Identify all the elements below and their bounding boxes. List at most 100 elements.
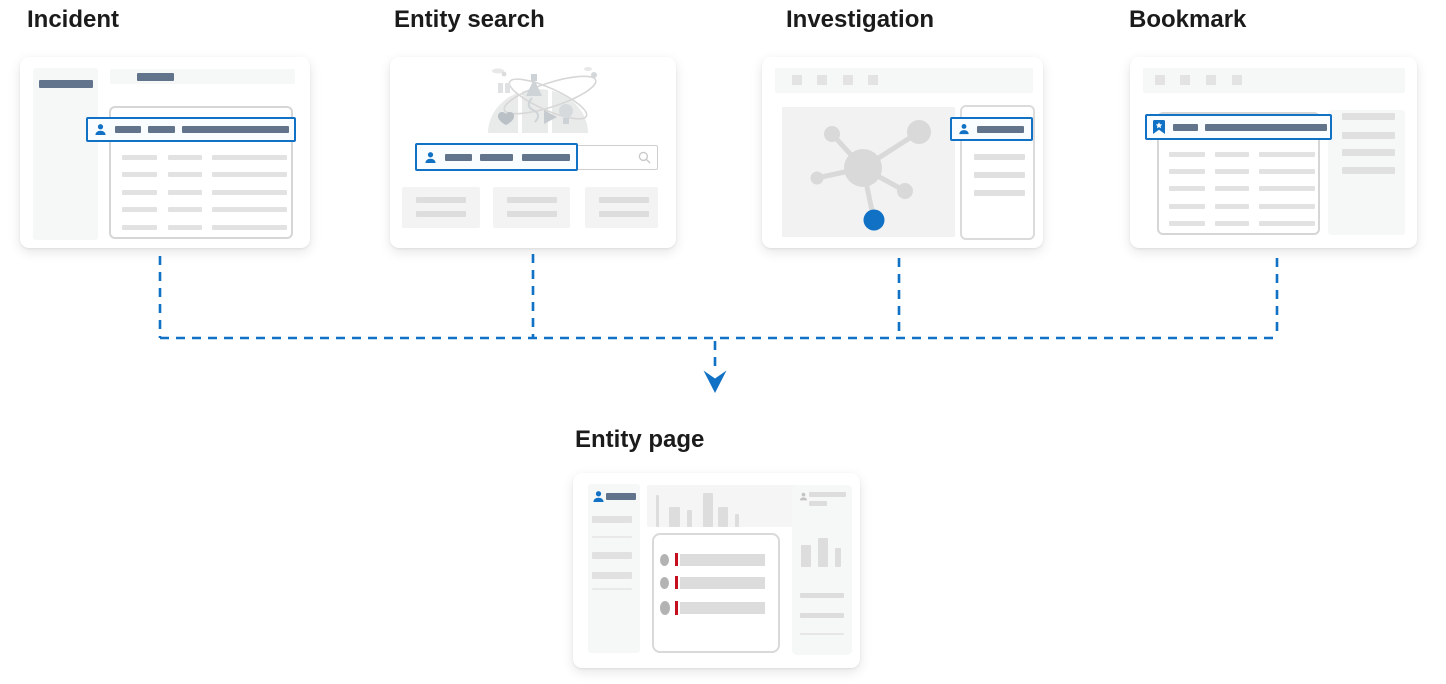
red-marker	[675, 601, 678, 615]
severity-dot	[660, 577, 669, 589]
entity-graph	[810, 120, 931, 231]
details-pane-skeleton	[1328, 110, 1405, 235]
skeleton-bar	[480, 153, 513, 161]
skeleton-bar	[1342, 113, 1395, 120]
skeleton-bar	[507, 211, 557, 217]
skeleton-bar	[599, 211, 649, 217]
graph-node	[824, 126, 840, 142]
toolbar-button-skeleton	[1232, 75, 1242, 85]
bookmark-icon	[1153, 120, 1165, 134]
chart-bar	[735, 514, 739, 527]
person-icon	[425, 151, 436, 163]
table-row	[1169, 186, 1315, 191]
skeleton-bar	[974, 172, 1025, 178]
search-highlighted-entity-term	[415, 143, 578, 171]
severity-dot	[660, 601, 670, 615]
skeleton-bar	[416, 197, 466, 203]
skeleton-bar	[800, 613, 844, 618]
chart-bar	[801, 545, 811, 567]
chart-bar	[669, 507, 680, 527]
red-marker	[675, 576, 678, 589]
table-row	[122, 190, 287, 195]
entity-search-panel	[390, 57, 676, 248]
graph-node	[810, 171, 824, 185]
incident-title: Incident	[27, 6, 120, 33]
skeleton-divider	[800, 633, 844, 635]
skeleton-bar	[680, 577, 765, 589]
skeleton-divider	[592, 588, 632, 590]
bookmark-title: Bookmark	[1129, 6, 1247, 33]
chart-bar	[835, 548, 841, 567]
toolbar-button-skeleton	[843, 75, 853, 85]
entity-page-panel	[573, 473, 860, 668]
result-card-skeleton	[402, 187, 480, 228]
toolbar-button-skeleton	[868, 75, 878, 85]
alert-list-skeleton	[652, 533, 780, 653]
skeleton-bar	[445, 153, 472, 161]
toolbar-skeleton	[1143, 68, 1405, 93]
skeleton-bar	[974, 190, 1025, 196]
skeleton-bar	[1342, 132, 1395, 139]
entity-node-highlighted	[863, 209, 885, 231]
toolbar-skeleton	[775, 68, 1033, 93]
graph-node	[897, 183, 913, 199]
skeleton-bar	[115, 126, 141, 133]
table-row	[1169, 152, 1315, 157]
bookmark-panel	[1130, 57, 1417, 248]
incident-highlighted-entity-row	[86, 117, 296, 142]
person-icon-small	[800, 492, 807, 501]
skeleton-bar	[800, 593, 844, 598]
table-row	[122, 207, 287, 212]
chart-bar	[818, 538, 828, 567]
skeleton-bar	[592, 516, 632, 523]
skeleton-bar	[592, 552, 632, 559]
graph-node	[907, 120, 931, 144]
toolbar-button-skeleton	[1155, 75, 1165, 85]
skeleton-bar	[507, 197, 557, 203]
result-card-skeleton	[585, 187, 658, 228]
skeleton-bar	[599, 197, 649, 203]
table-row	[122, 172, 287, 177]
incident-topbar-skeleton	[110, 69, 295, 84]
chart-bar	[703, 493, 713, 527]
skeleton-bar	[416, 211, 466, 217]
skeleton-divider	[592, 536, 632, 538]
graph-node	[844, 149, 882, 187]
person-icon	[959, 124, 969, 135]
table-row	[1169, 221, 1315, 226]
table-row	[1169, 169, 1315, 174]
chart-bar	[656, 495, 659, 527]
entity-search-title: Entity search	[394, 6, 545, 33]
investigation-graph-canvas	[782, 107, 955, 237]
toolbar-button-skeleton	[792, 75, 802, 85]
science-illustration	[488, 67, 597, 133]
person-icon	[593, 491, 604, 503]
skeleton-bar	[1173, 123, 1198, 131]
arrow-down-icon	[703, 370, 727, 393]
skeleton-bar	[1342, 149, 1395, 156]
toolbar-button-skeleton	[817, 75, 827, 85]
skeleton-bar	[1205, 123, 1327, 131]
entity-page-title: Entity page	[575, 426, 705, 453]
chart-bar	[718, 507, 728, 527]
table-row	[122, 225, 287, 230]
incident-panel: .inc-r span:first-child{width:35px;margi…	[20, 57, 310, 248]
skeleton-bar	[974, 154, 1025, 160]
insights-pane-skeleton	[792, 485, 852, 655]
skeleton-bar	[680, 554, 765, 566]
red-marker	[675, 553, 678, 566]
incident-sidebar-skeleton	[33, 68, 98, 240]
skeleton-bar	[680, 602, 765, 614]
table-row	[122, 155, 287, 160]
toolbar-button-skeleton	[1180, 75, 1190, 85]
investigation-title: Investigation	[786, 6, 935, 33]
severity-dot	[660, 554, 669, 566]
skeleton-bar	[148, 126, 175, 133]
skeleton-bar	[606, 493, 636, 500]
skeleton-bar	[182, 126, 289, 133]
skeleton-bar	[39, 80, 93, 88]
result-card-skeleton	[493, 187, 570, 228]
skeleton-bar	[809, 501, 827, 506]
toolbar-button-skeleton	[1206, 75, 1216, 85]
